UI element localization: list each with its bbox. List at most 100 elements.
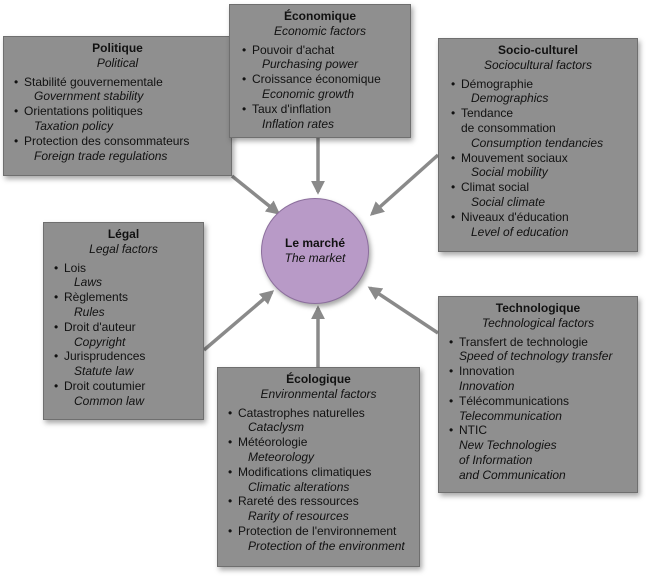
factor-fr: Protection de l'environnement xyxy=(238,523,397,538)
factor-fr: Niveaux d'éducation xyxy=(461,209,569,224)
center-market-circle: Le marché The market xyxy=(261,198,369,304)
factor-fr: Droit d'auteur xyxy=(64,319,136,334)
factor-en: Protection of the environment xyxy=(248,538,405,553)
box-subtitle: Technological factors xyxy=(481,315,595,330)
arrow-socio xyxy=(369,153,440,216)
box-title: Politique xyxy=(92,41,143,55)
factor-fr: Démographie xyxy=(461,76,534,91)
factor-en: Consumption tendancies xyxy=(471,135,604,150)
factor-en: Cataclysm xyxy=(248,420,305,435)
box-title: Socio-culturel xyxy=(497,43,578,57)
factor-fr: Pouvoir d'achat xyxy=(252,42,335,57)
factor-en: Government stability xyxy=(34,89,144,104)
factor-fr: Innovation xyxy=(459,364,515,379)
factor-en: Copyright xyxy=(74,334,126,349)
factor-fr: Télécommunications xyxy=(459,393,570,408)
factor-en: Laws xyxy=(74,275,103,290)
factor-en: Purchasing power xyxy=(262,57,359,72)
factor-en: Taxation policy xyxy=(34,118,113,133)
factor-fr: Stabilité gouvernementale xyxy=(24,74,163,89)
factor-fr: Lois xyxy=(64,260,87,275)
box-title: Écologique xyxy=(286,372,351,386)
factor-en: Speed of technology transfer xyxy=(459,349,613,364)
factor-fr: Catastrophes naturelles xyxy=(238,405,365,420)
factor-en: Rules xyxy=(74,304,105,319)
box-politique: Politique Political Stabilité gouverneme… xyxy=(3,36,232,176)
factor-fr: Mouvement sociaux xyxy=(461,150,568,165)
box-subtitle: Sociocultural factors xyxy=(483,57,593,72)
box-subtitle: Political xyxy=(96,55,139,70)
box-technologique: Technologique Technological factors Tran… xyxy=(438,296,638,493)
box-subtitle: Economic factors xyxy=(273,23,367,38)
box-title: Économique xyxy=(283,9,356,23)
factor-en: Climatic alterations xyxy=(248,479,350,494)
factor-fr: Jurisprudences xyxy=(64,349,146,364)
factor-fr: Climat social xyxy=(461,180,530,195)
factor-en: New Technologies of Information and Comm… xyxy=(459,438,566,482)
factor-en: Meteorology xyxy=(248,449,315,464)
arrow-technologique xyxy=(367,286,439,335)
factor-en: Common law xyxy=(74,393,145,408)
factor-item: Protection de l'environnementProtection … xyxy=(226,524,411,554)
factor-fr: Règlements xyxy=(64,290,129,305)
arrow-legal xyxy=(202,290,275,352)
factor-fr: Orientations politiques xyxy=(24,104,143,119)
factor-en: Social mobility xyxy=(471,165,548,180)
box-economique: Économique Economic factors Pouvoir d'ac… xyxy=(229,4,411,138)
box-socio-culturel: Socio-culturel Sociocultural factors Dém… xyxy=(438,38,638,252)
box-ecologique: Écologique Environmental factors Catastr… xyxy=(217,367,420,567)
box-subtitle: Legal factors xyxy=(89,241,158,256)
factor-en: Economic growth xyxy=(262,86,355,101)
box-title: Technologique xyxy=(495,301,581,315)
factor-fr: Croissance économique xyxy=(252,72,381,87)
factor-en: Statute law xyxy=(74,364,134,379)
factor-en: Level of education xyxy=(471,224,569,239)
box-title: Légal xyxy=(107,227,140,241)
factor-fr: Droit coutumier xyxy=(64,378,146,393)
arrow-politique xyxy=(230,174,281,215)
center-label-en: The market xyxy=(284,251,346,265)
factor-fr: Modifications climatiques xyxy=(238,464,372,479)
factor-en: Rarity of resources xyxy=(248,509,349,524)
factor-fr: NTIC xyxy=(459,423,487,438)
factor-en: Innovation xyxy=(459,378,515,393)
factor-fr: Transfert de technologie xyxy=(459,334,588,349)
factor-fr: Rareté des ressources xyxy=(238,494,359,509)
center-label-fr: Le marché xyxy=(284,236,346,250)
box-subtitle: Environmental factors xyxy=(260,386,377,401)
factor-en: Demographics xyxy=(471,91,549,106)
factor-fr: Tendance de consommation xyxy=(461,106,556,135)
factor-fr: Taux d'inflation xyxy=(252,101,332,116)
factor-fr: Météorologie xyxy=(238,435,308,450)
